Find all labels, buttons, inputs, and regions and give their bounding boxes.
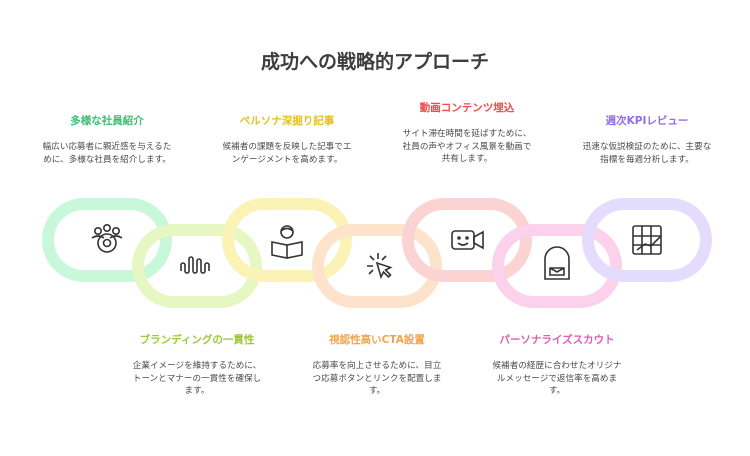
step-5: 動画コンテンツ埋込 サイト滞在時間を延ばすために、社員の声やオフィス風景を動画で… bbox=[402, 102, 532, 166]
link-4 bbox=[312, 224, 442, 308]
step-desc: 迅速な仮説検証のために、主要な指標を毎週分析します。 bbox=[582, 142, 712, 165]
waveform-icon bbox=[180, 256, 210, 274]
link-5 bbox=[402, 198, 532, 282]
step-1: 多様な社員紹介 幅広い応募者に親近感を与えるために、多様な社員を紹介します。 bbox=[42, 115, 172, 166]
step-3: ペルソナ深掘り記事 候補者の課題を反映した記事でエンゲージメントを高めます。 bbox=[222, 115, 352, 166]
step-title: 週次KPIレビュー bbox=[605, 115, 689, 127]
diagram-title: 成功への戦略的アプローチ bbox=[260, 51, 489, 73]
step-title: 動画コンテンツ埋込 bbox=[419, 102, 515, 114]
step-title: ブランディングの一貫性 bbox=[139, 334, 255, 346]
mail-bag-icon bbox=[544, 246, 570, 280]
step-desc: 候補者の経歴に合わせたオリジナルメッセージで返信率を高めます。 bbox=[492, 361, 622, 396]
step-desc: 企業イメージを維持するために、トーンとマナーの一貫性を確保します。 bbox=[132, 361, 262, 396]
link-6 bbox=[492, 224, 622, 308]
step-2: ブランディングの一貫性 企業イメージを維持するために、トーンとマナーの一貫性を確… bbox=[132, 334, 262, 398]
chart-grid-icon bbox=[632, 225, 662, 255]
cursor-click-icon bbox=[367, 253, 393, 280]
step-desc: 応募率を向上させるために、目立つ応募ボタンとリンクを配置します。 bbox=[312, 361, 442, 396]
link-1 bbox=[42, 198, 172, 282]
step-title: ペルソナ深掘り記事 bbox=[239, 115, 335, 127]
step-title: パーソナライズスカウト bbox=[499, 334, 615, 346]
team-gear-icon bbox=[91, 224, 123, 253]
step-desc: サイト滞在時間を延ばすために、社員の声やオフィス風景を動画で共有します。 bbox=[402, 129, 532, 164]
step-desc: 候補者の課題を反映した記事でエンゲージメントを高めます。 bbox=[222, 142, 352, 165]
step-6: パーソナライズスカウト 候補者の経歴に合わせたオリジナルメッセージで返信率を高め… bbox=[492, 334, 622, 398]
video-camera-icon bbox=[451, 230, 484, 250]
step-desc: 幅広い応募者に親近感を与えるために、多様な社員を紹介します。 bbox=[42, 142, 172, 165]
person-reading-icon bbox=[271, 225, 303, 259]
link-3 bbox=[222, 198, 352, 282]
step-7: 週次KPIレビュー 迅速な仮説検証のために、主要な指標を毎週分析します。 bbox=[582, 115, 712, 166]
link-7 bbox=[582, 198, 712, 282]
step-title: 多様な社員紹介 bbox=[70, 115, 144, 127]
step-title: 視認性高いCTA設置 bbox=[329, 334, 425, 346]
step-4: 視認性高いCTA設置 応募率を向上させるために、目立つ応募ボタンとリンクを配置し… bbox=[312, 334, 442, 398]
link-2 bbox=[132, 224, 262, 308]
